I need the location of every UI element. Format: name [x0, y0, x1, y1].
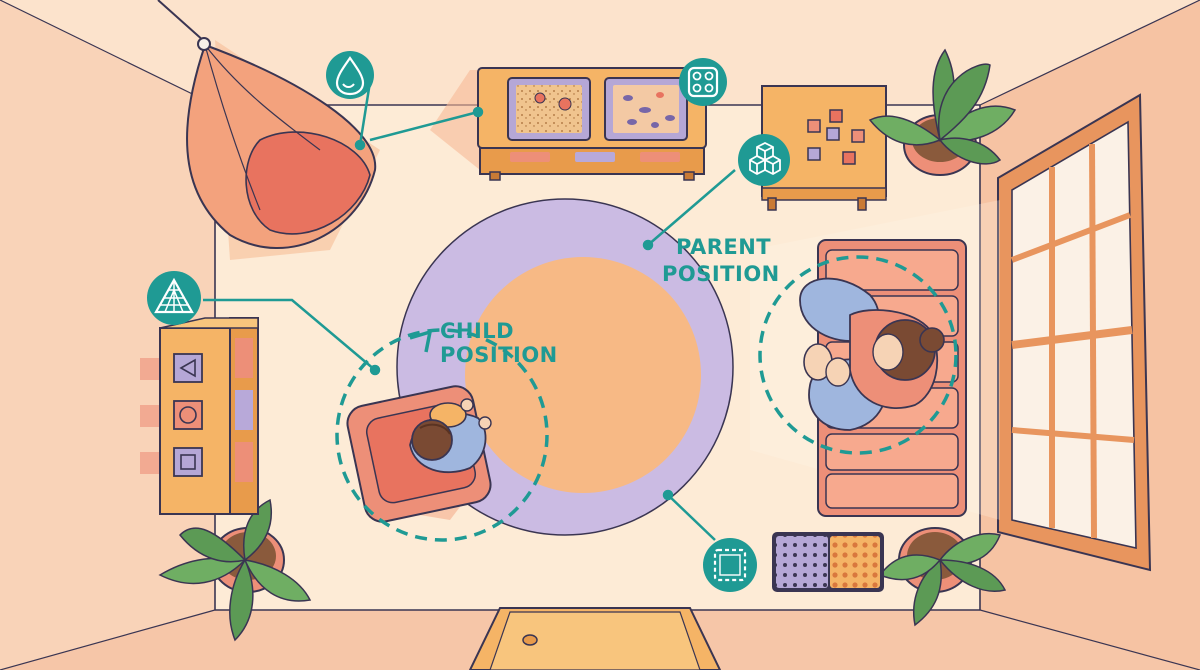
sensory-bin-table [430, 67, 707, 181]
parent-position-label: PARENT POSITION [662, 235, 780, 286]
plant-bottom-right [878, 527, 1007, 627]
child-position-arrow [409, 329, 433, 353]
child-position-ring [335, 328, 549, 542]
child-figure [409, 398, 492, 474]
hanging-pod-swing [157, 0, 380, 260]
water-drop-icon [326, 51, 374, 99]
door [468, 607, 722, 670]
left-shelf [140, 317, 259, 515]
child-position-label: CHILD POSITION [440, 319, 558, 367]
blocks-icon [738, 134, 790, 186]
texture-mat-icon [703, 538, 757, 592]
child-position-label-line2: POSITION [440, 343, 558, 367]
plant-bottom-left [158, 498, 312, 642]
callout-lines [203, 81, 736, 541]
pyramid-icon [147, 271, 201, 325]
plant-top-right [868, 48, 1017, 176]
parent-position-label-line2: POSITION [662, 262, 780, 286]
parent-position-ring [758, 255, 958, 455]
texture-mats [772, 532, 884, 592]
parent-position-label-line1: PARENT [676, 235, 771, 259]
child-position-label-line1: CHILD [440, 319, 514, 343]
sensory-bins-icon [679, 58, 727, 106]
parent-figure [799, 277, 945, 431]
